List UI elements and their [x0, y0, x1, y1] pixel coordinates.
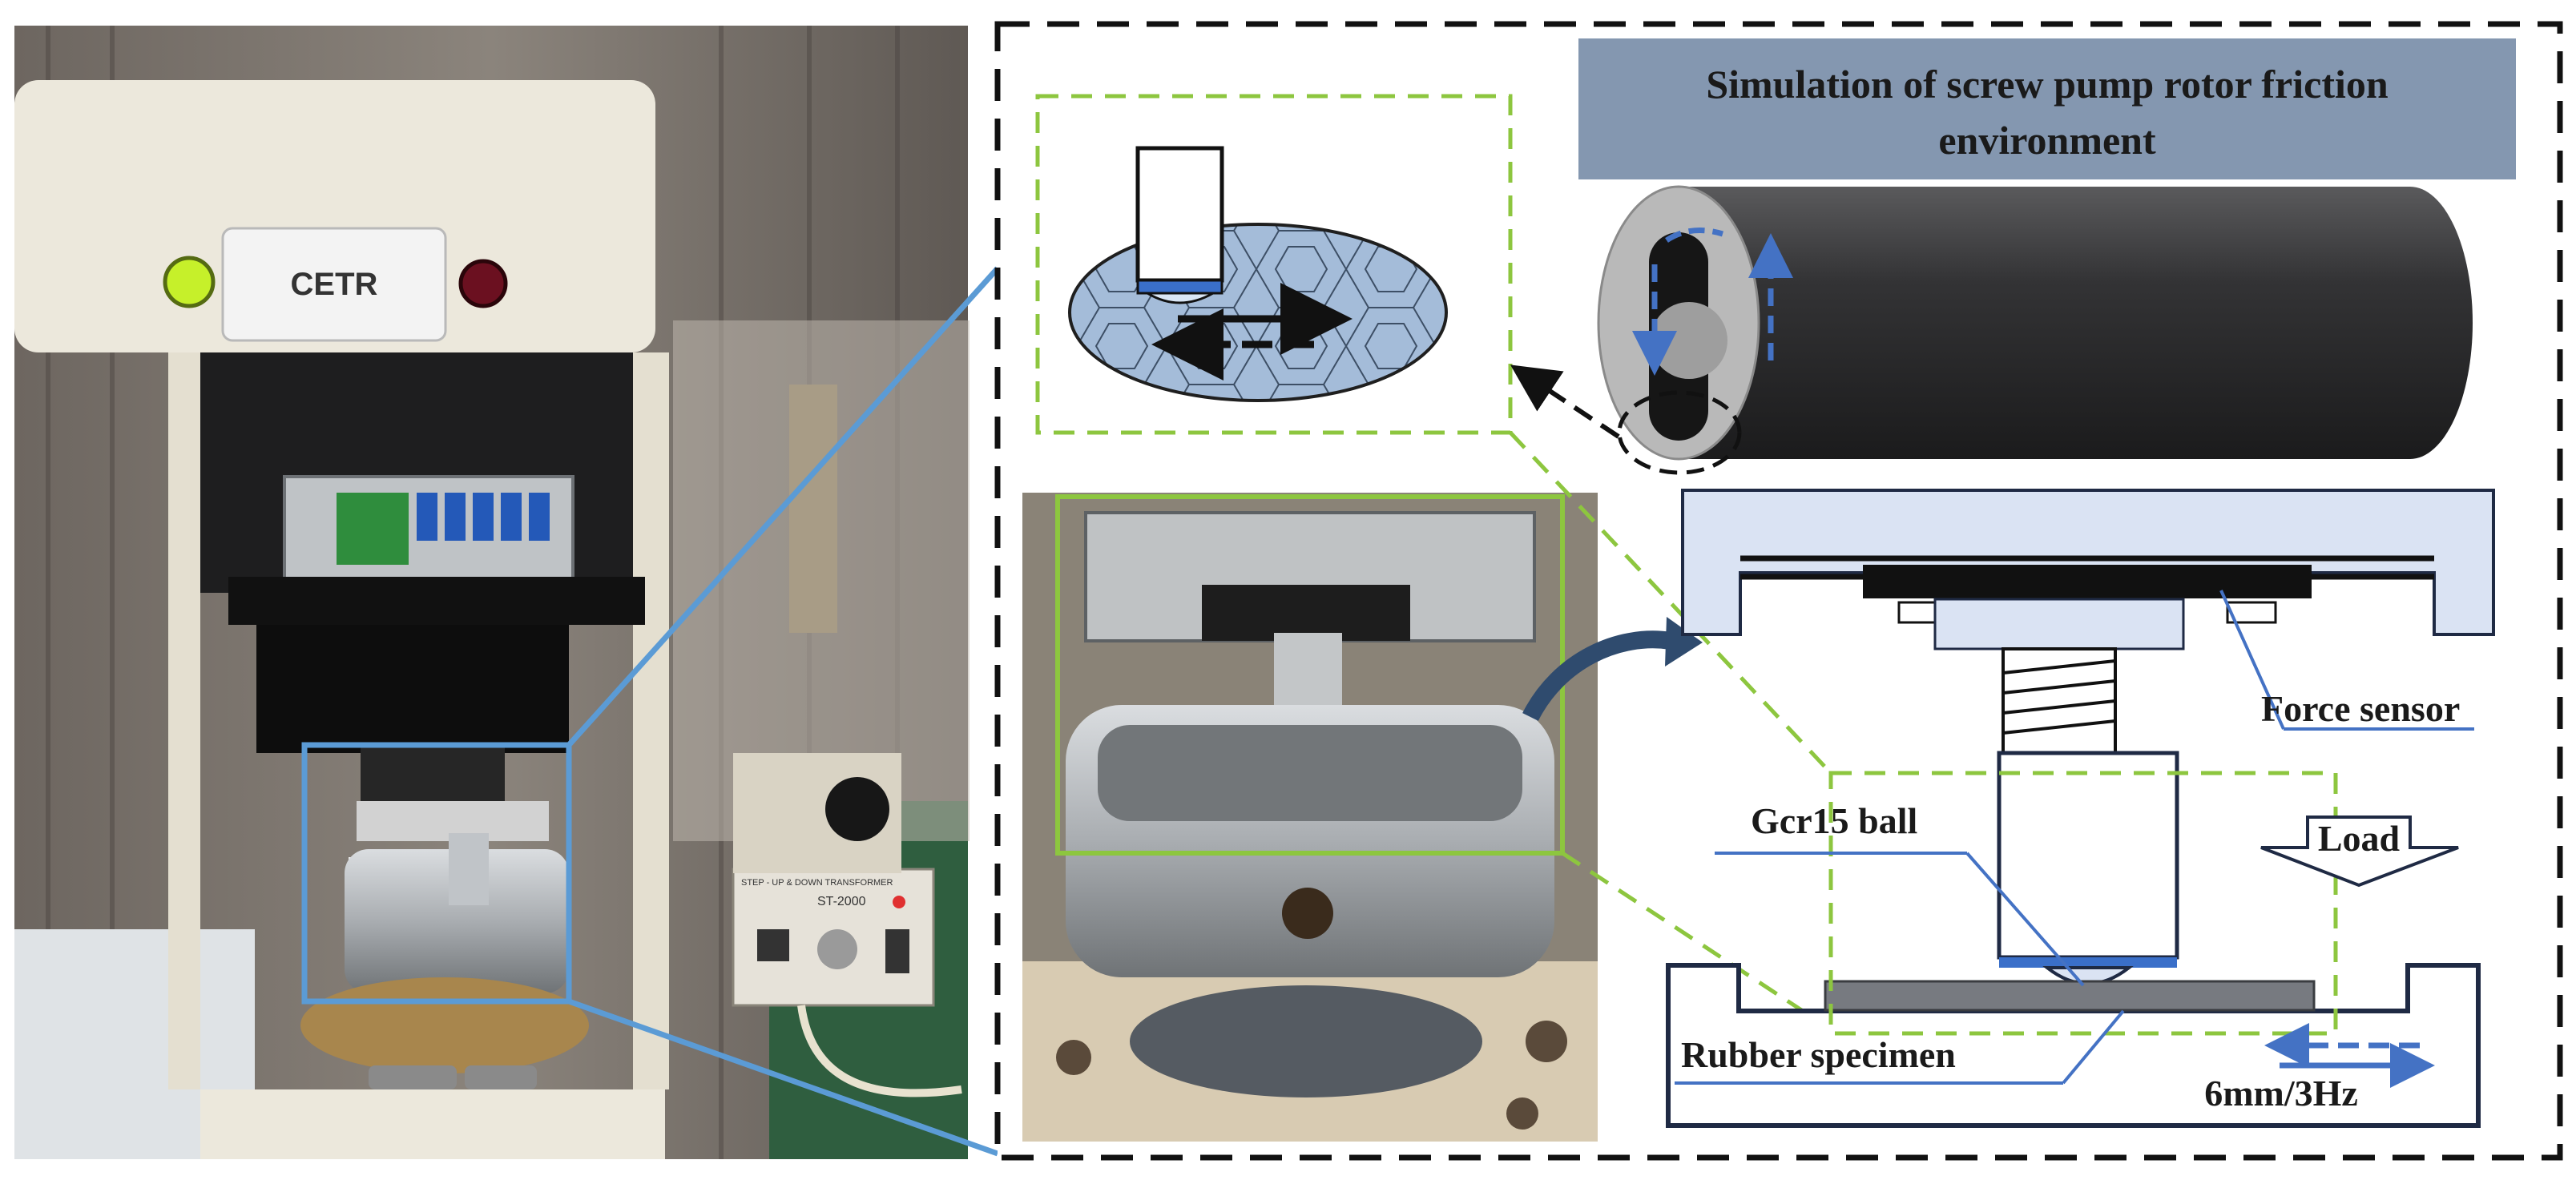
contact-schematic-inset [1035, 94, 1513, 435]
brand-text: CETR [291, 267, 378, 302]
motion-label: 6mm/3Hz [2204, 1073, 2358, 1114]
contact-zone-marker [1617, 390, 1742, 475]
tray-closeup-photo [1022, 493, 1598, 1142]
zoom-connector-bottom [567, 998, 999, 1157]
zoom-region-box [301, 742, 572, 1005]
rotor-section [1651, 302, 1727, 379]
tester-photo: CETR STEP - UP & DOWN TRANSFORMER ST-200… [14, 26, 970, 1159]
title-line-1: Simulation of screw pump rotor friction [1706, 62, 2389, 107]
load-zone-box [1828, 771, 2338, 1036]
load-label: Load [2318, 818, 2401, 859]
cross-section-schematic [1666, 489, 2495, 1128]
force-sensor-plate [1863, 565, 2312, 598]
specimen-label: Rubber specimen [1681, 1034, 1956, 1075]
rubber-specimen [1824, 980, 2316, 1012]
threaded-shaft [2002, 647, 2117, 755]
transformer-caption: STEP - UP & DOWN TRANSFORMER [741, 878, 893, 888]
red-indicator-lamp [458, 259, 508, 308]
specimen-tray [1666, 963, 2481, 1128]
upper-clamp [1681, 489, 2495, 636]
pin-holder [1135, 146, 1224, 283]
load-arrow [2260, 816, 2459, 888]
green-indicator-lamp [163, 256, 216, 308]
rotor-cylinder [1597, 185, 2473, 475]
title-banner: Simulation of screw pump rotor friction … [1578, 38, 2516, 179]
curved-transfer-arrow [1522, 630, 1672, 722]
title-line-2: environment [1938, 118, 2156, 163]
ball-holder [1997, 751, 2179, 960]
specimen-tray-photo [345, 849, 569, 993]
zoom-connector-top [566, 266, 1000, 747]
ball-label: Gcr15 ball [1751, 800, 1917, 841]
force-sensor-label: Force sensor [2261, 688, 2460, 729]
contact-to-schematic-arrow [1510, 364, 1620, 439]
brand-plate [221, 227, 447, 342]
transformer-model: ST-2000 [817, 895, 866, 908]
